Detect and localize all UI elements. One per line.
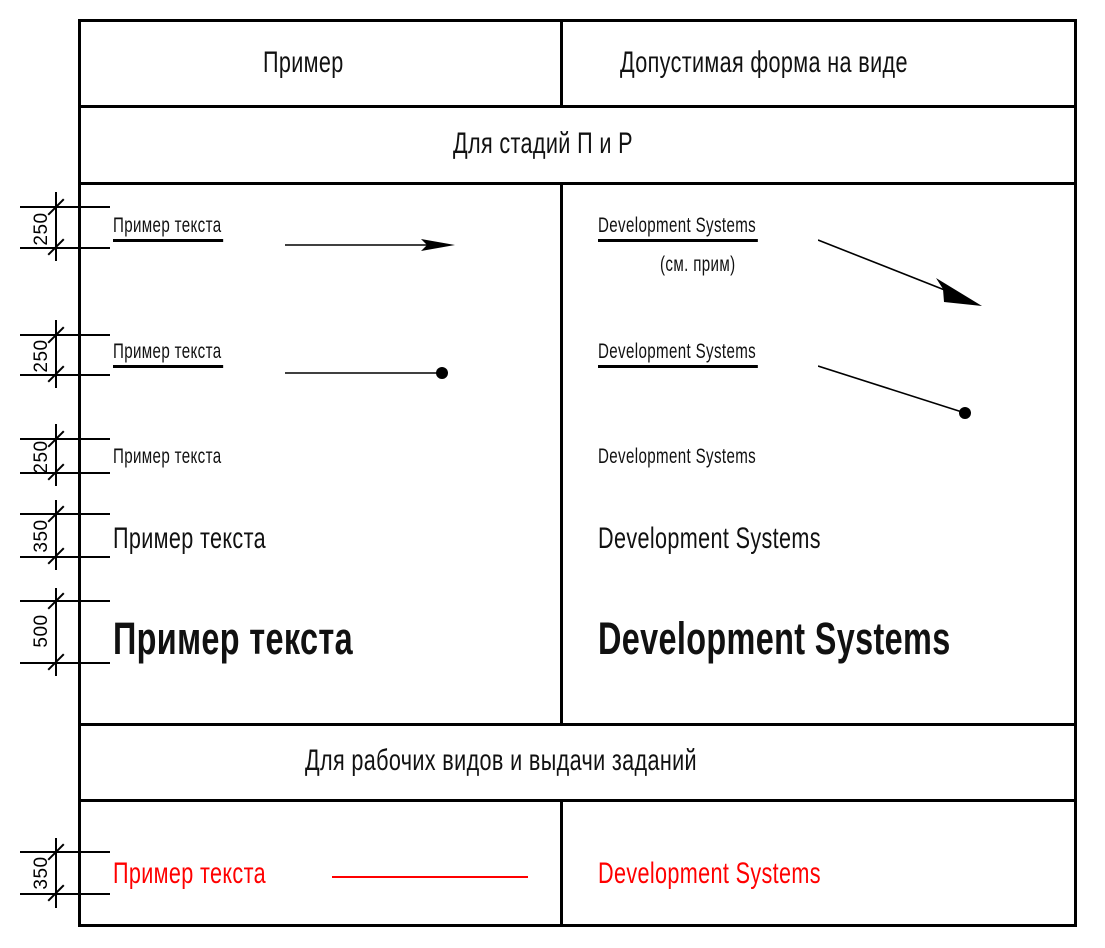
dim-ext-bottom [20,893,110,895]
dim-label-350-a: 350 [31,519,52,553]
table-divider-header [78,105,1077,108]
row-3-allowed-text: Development Systems [598,445,757,468]
row-2-allowed-text: Development Systems [598,340,758,368]
dim-ext-top [20,851,110,853]
dim-line [55,500,57,570]
row-5-example-text: Пример текста [113,613,354,664]
row-3-example-text-wrap: Пример текста [113,440,264,474]
dim-label-250-c: 250 [31,440,52,474]
dim-ext-top [20,206,110,208]
section-title-stages: Для стадий П и Р [78,105,1077,182]
dim-line [55,838,57,908]
dim-label-250-b: 250 [31,339,52,373]
dim-line [55,192,57,261]
dim-label-250-a: 250 [31,212,52,246]
column-header-allowed-form: Допустимая форма на виде [563,19,1077,106]
row-4-example-text-wrap: Пример текста [113,517,325,561]
table-divider-section2-top [78,799,1077,802]
row-2-example-text-wrap: Пример текста [113,334,266,374]
row-5-allowed-text-wrap: Development Systems [598,608,1088,670]
dim-label-350-b: 350 [31,856,52,890]
dim-line [55,424,57,486]
column-header-allowed-form-label: Допустимая форма на виде [620,45,908,79]
row-4-example-text: Пример текста [113,522,266,555]
dim-ext-bottom [20,472,110,474]
dim-line [55,588,57,676]
column-divider-section1 [560,182,563,724]
section-title-stages-label: Для стадий П и Р [452,126,633,160]
dim-ext-bottom [20,556,110,558]
row-1-example-text: Пример текста [113,214,223,242]
row-6-allowed-text-wrap: Development Systems [598,852,908,896]
row-2-example-text: Пример текста [113,340,223,368]
dim-ext-top [20,513,110,515]
column-divider-header [560,19,563,106]
dim-ext-bottom [20,247,110,249]
row-6-example-text: Пример текста [113,857,266,890]
row-2-allowed-text-wrap: Development Systems [598,334,820,374]
dim-line [55,320,57,388]
dim-ext-bottom [20,662,110,664]
table-divider-section1-bottom [78,723,1077,726]
row-6-allowed-text: Development Systems [598,857,821,890]
column-header-example-label: Пример [263,45,344,79]
row-3-allowed-text-wrap: Development Systems [598,440,818,474]
dim-ext-top [20,600,110,602]
section-title-working-views-label: Для рабочих видов и выдачи заданий [305,744,698,777]
dim-ext-top [20,334,110,336]
section-title-working-views: Для рабочих видов и выдачи заданий [78,723,1077,799]
dim-ext-top [20,438,110,440]
row-3-example-text: Пример текста [113,445,222,468]
row-5-example-text-wrap: Пример текста [113,608,446,670]
dim-ext-bottom [20,374,110,376]
row-5-allowed-text: Development Systems [598,613,951,664]
row-1-allowed-text-wrap: Development Systems [598,208,820,248]
dim-label-500: 500 [31,614,52,648]
table-divider-section1-top [78,182,1077,185]
row-1-allowed-note-wrap: (см. прим) [598,250,826,280]
row-1-allowed-note: (см. прим) [659,253,736,276]
row-4-allowed-text-wrap: Development Systems [598,517,908,561]
row-4-allowed-text: Development Systems [598,522,821,555]
column-header-example: Пример [78,19,560,106]
row-1-allowed-text: Development Systems [598,214,758,242]
row-1-example-text-wrap: Пример текста [113,208,266,248]
row-6-example-text-wrap: Пример текста [113,852,325,896]
column-divider-section2 [560,799,563,927]
